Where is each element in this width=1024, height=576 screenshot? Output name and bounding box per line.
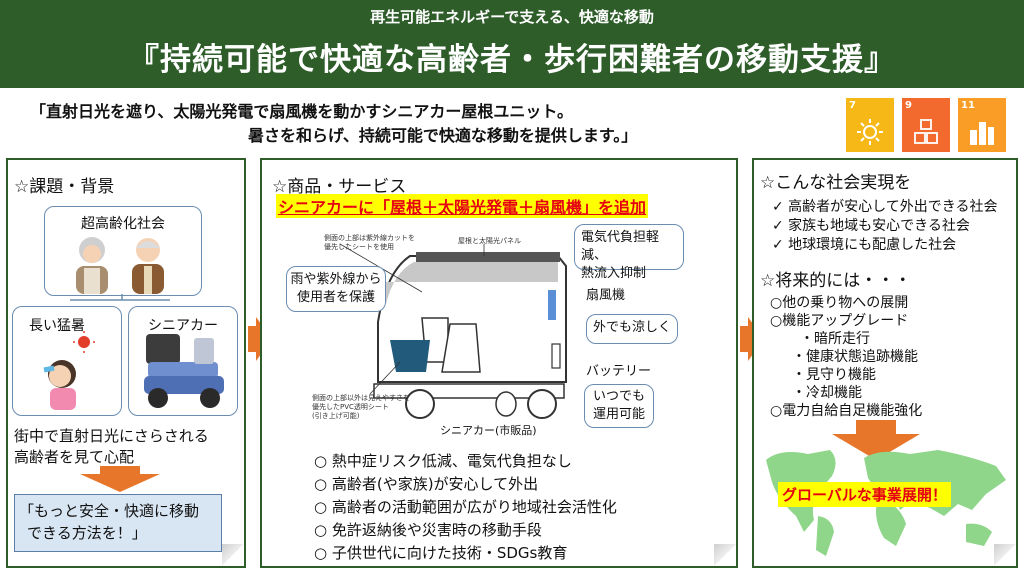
benefit-item: ○ 高齢者の活動範囲が広がり地域社会活性化 [314, 498, 617, 516]
sdg-9-badge: 9 [902, 98, 950, 152]
wish-box: 「もっと安全・快適に移動 できる方法を！」 [14, 494, 222, 552]
pvc-sheet-note: 側面の上部以外は見えやすさを 優先したPVC透明シート (引き上げ可能) [312, 394, 410, 421]
aging-society-bubble: 超高齢化社会 [44, 206, 202, 296]
benefit-item: ○ 子供世代に向けた技術・SDGs教育 [314, 544, 568, 562]
bubble-line: 雨や紫外線から [290, 272, 382, 287]
panel1-title: ☆課題・背景 [14, 177, 115, 197]
tagline-line1: 「直射日光を遮り、太陽光発電で扇風機を動かすシニアカー屋根ユニット。 [30, 102, 574, 121]
product-headline: シニアカーに「屋根＋太陽光発電＋扇風機」を追加 [276, 194, 649, 218]
aging-label: 超高齢化社会 [81, 216, 165, 232]
tagline: 「直射日光を遮り、太陽光発電で扇風機を動かすシニアカー屋根ユニット。 暑さを和ら… [30, 100, 810, 148]
page-fold [222, 544, 244, 566]
concern-line2: 高齢者を見て心配 [14, 448, 135, 466]
heat-label: 長い猛暑 [29, 318, 85, 334]
cool-bubble: 外でも涼しく [586, 314, 678, 344]
sdg-7-badge: 7 [846, 98, 894, 152]
wish-line2: できる方法を！」 [27, 524, 147, 542]
sdg-number: 7 [849, 100, 856, 111]
down-arrow [832, 420, 920, 460]
uv-sheet-note: 側面の上部は紫外線カットを 優先したシートを使用 [324, 234, 415, 252]
battery-bubble: いつでも 運用可能 [584, 384, 654, 428]
rain-uv-bubble: 雨や紫外線から 使用者を保護 [286, 266, 386, 312]
note-line: 優先したPVC透明シート [312, 403, 389, 411]
bubble-line: いつでも [592, 389, 645, 404]
heat-person-illustration [43, 331, 95, 410]
roof-unit-diagram [339, 243, 567, 419]
future-item: ○他の乗り物への展開 [770, 295, 909, 311]
future-subitem: ・見守り機能 [792, 367, 876, 383]
future-subitem: ・健康状態追跡機能 [792, 349, 918, 365]
sdg-11-badge: 11 [958, 98, 1006, 152]
header-title: 『持続可能で快適な高齢者・歩行困難者の移動支援』 [128, 42, 896, 78]
bubble-line: 使用者を保護 [296, 290, 375, 305]
concern-text: 街中で直射日光にさらされる 高齢者を見て心配 [14, 426, 209, 468]
panel3-title-society: ☆こんな社会実現を [760, 173, 912, 193]
note-line: 側面の上部は紫外線カットを [324, 234, 415, 242]
buildings-icon [970, 122, 994, 145]
goal-item: ✓ 家族も地域も安心できる社会 [772, 218, 970, 234]
page-fold [994, 544, 1016, 566]
future-subitem: ・暗所走行 [800, 331, 870, 347]
wish-line1: 「もっと安全・快適に移動 [19, 502, 200, 520]
bubble-line: 電気代負担軽減、 [581, 230, 660, 263]
seniorcar-illustration [144, 334, 224, 408]
note-line: 側面の上部以外は見えやすさを [312, 394, 410, 402]
diagram-caption: シニアカー(市販品) [440, 424, 537, 437]
right-arrow-body [740, 326, 748, 352]
sdg-number: 9 [905, 100, 912, 111]
concern-line1: 街中で直射日光にさらされる [14, 427, 209, 445]
future-item: ○機能アップグレード [770, 313, 909, 329]
goal-item: ✓ 地球環境にも配慮した社会 [772, 237, 957, 253]
goal-item: ✓ 高齢者が安心して外出できる社会 [772, 199, 998, 215]
panel3-title-future: ☆将来的には・・・ [760, 271, 912, 291]
note-line: 優先したシートを使用 [324, 243, 394, 251]
page-fold [714, 544, 736, 566]
roof-panel-note: 屋根と太陽光パネル [458, 237, 521, 245]
fan-label: 扇風機 [586, 288, 626, 303]
header-subtitle: 再生可能エネルギーで支える、快適な移動 [370, 8, 654, 26]
bubble-line: 運用可能 [592, 407, 645, 422]
seniorcar-label: シニアカー [148, 318, 218, 334]
connector-lines [70, 294, 170, 301]
sdg-number: 11 [961, 100, 975, 111]
global-expansion-label: グローバルな事業展開！ [778, 482, 951, 507]
panel2-title: ☆商品・サービス [272, 177, 407, 197]
down-arrow [80, 466, 160, 492]
tagline-line2: 暑さを和らげ、持続可能で快適な移動を提供します。」 [248, 126, 638, 145]
benefit-item: ○ 免許返納後や災害時の移動手段 [314, 521, 542, 539]
future-subitem: ・冷却機能 [792, 385, 862, 401]
electricity-bubble: 電気代負担軽減、 熱流入抑制 [574, 224, 684, 281]
battery-label: バッテリー [586, 364, 652, 379]
future-item: ○電力自給自足機能強化 [770, 403, 923, 419]
note-line: (引き上げ可能) [312, 412, 360, 420]
sun-icon [857, 119, 883, 145]
header-banner: 再生可能エネルギーで支える、快適な移動 『持続可能で快適な高齢者・歩行困難者の移… [0, 0, 1024, 88]
cubes-icon [914, 119, 938, 144]
bubble-line: 熱流入抑制 [581, 266, 647, 281]
right-arrow-body [248, 326, 256, 352]
elderly-couple-illustration [76, 237, 164, 294]
benefit-item: ○ 高齢者(や家族)が安心して外出 [314, 475, 539, 493]
benefit-item: ○ 熱中症リスク低減、電気代負担なし [314, 452, 572, 470]
